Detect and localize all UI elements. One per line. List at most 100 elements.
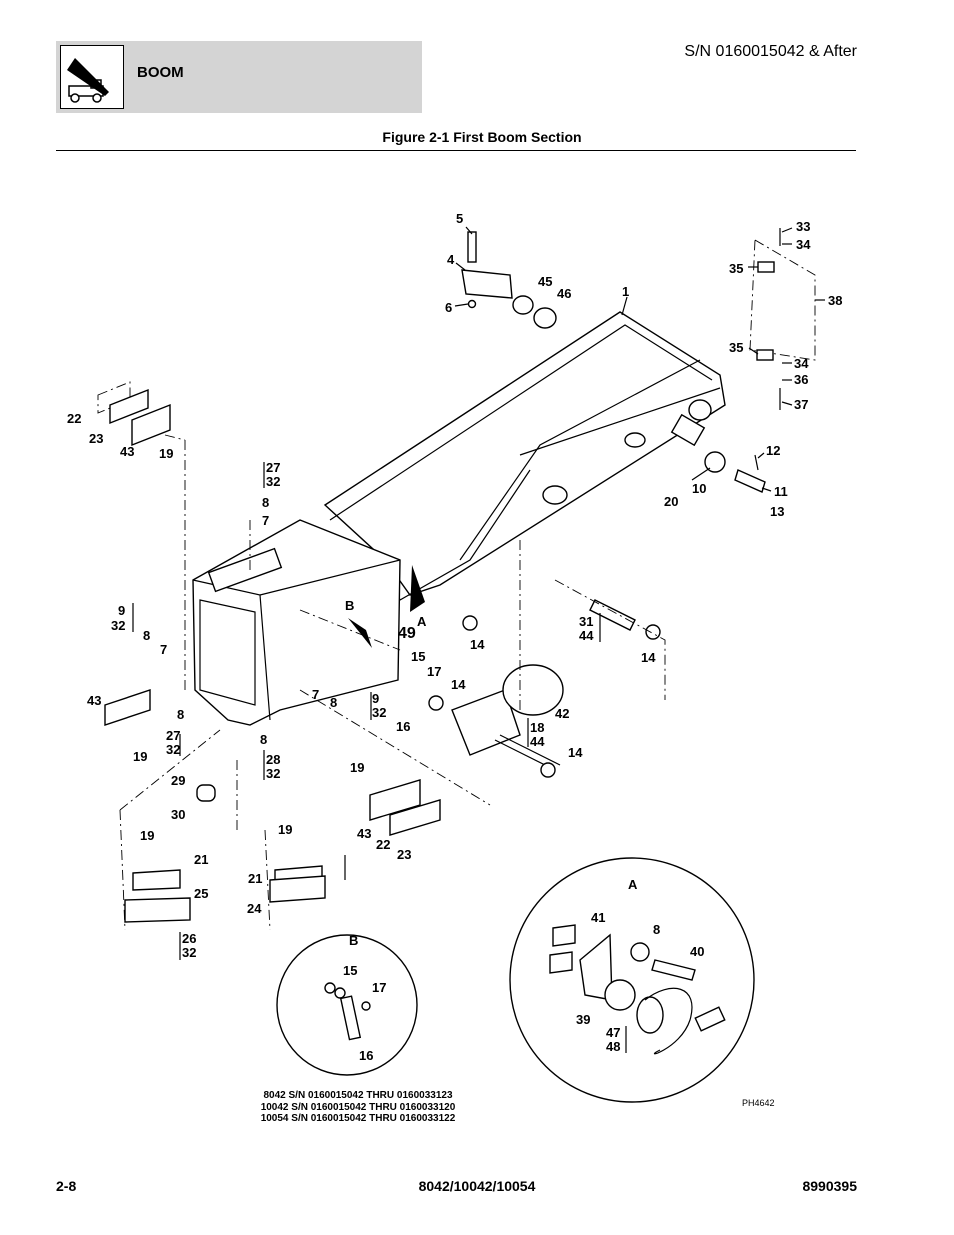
- cylinder-assembly: [428, 599, 661, 778]
- callout-c31: 31: [579, 614, 593, 629]
- serial-note: 10042 S/N 0160015042 THRU 0160033120: [260, 1101, 456, 1113]
- boom-logo-icon: [60, 45, 124, 109]
- callout-c32a: 32: [266, 474, 280, 489]
- callout-c32e: 32: [266, 766, 280, 781]
- callout-c37: 37: [794, 397, 808, 412]
- callout-c9b: 9: [372, 691, 379, 706]
- callout-c7b: 7: [160, 642, 167, 657]
- page-number: 2-8: [56, 1178, 77, 1194]
- callout-c18: 18: [530, 720, 544, 735]
- callout-c5: 5: [456, 211, 463, 226]
- callout-c12: 12: [766, 443, 780, 458]
- callout-c33: 33: [796, 219, 810, 234]
- callout-c35a: 35: [729, 261, 743, 276]
- callout-c21a: 21: [194, 852, 208, 867]
- callout-c27a: 27: [266, 460, 280, 475]
- cover-plate: [749, 228, 816, 410]
- callout-c8c: 8: [330, 695, 337, 710]
- callout-c17a: 17: [427, 664, 441, 679]
- callout-c14b: 14: [470, 637, 485, 652]
- callout-c16b: 16: [359, 1048, 373, 1063]
- callout-c8b: 8: [143, 628, 150, 643]
- callout-c36: 36: [794, 372, 808, 387]
- callout-c40: 40: [690, 944, 704, 959]
- callout-cBdet: B: [349, 933, 358, 948]
- callout-c8f: 8: [653, 922, 660, 937]
- document-number: 8990395: [802, 1178, 857, 1194]
- callout-c14d: 14: [568, 745, 583, 760]
- callout-c23b: 23: [397, 847, 411, 862]
- callout-c32f: 32: [182, 945, 196, 960]
- callout-c8d: 8: [177, 707, 184, 722]
- callout-c19c: 19: [350, 760, 364, 775]
- callout-c19e: 19: [278, 822, 292, 837]
- callout-c49: 49: [398, 625, 416, 642]
- callout-c13: 13: [770, 504, 784, 519]
- serial-note: 8042 S/N 0160015042 THRU 0160033123: [263, 1090, 453, 1101]
- callout-c17b: 17: [372, 980, 386, 995]
- callout-c38: 38: [828, 293, 842, 308]
- callout-c30: 30: [171, 807, 185, 822]
- callout-c39: 39: [576, 1012, 590, 1027]
- pivot-pin-assembly: [461, 231, 557, 329]
- callout-c22a: 22: [67, 411, 81, 426]
- callout-c41: 41: [591, 910, 605, 925]
- callout-c35b: 35: [729, 340, 743, 355]
- callout-c44b: 44: [530, 734, 545, 749]
- detail-arrows: [348, 565, 425, 648]
- callout-c23a: 23: [89, 431, 103, 446]
- callout-c1: 1: [622, 284, 629, 299]
- callout-c19d: 19: [140, 828, 154, 843]
- detail-a-circle: [509, 857, 755, 1103]
- callout-c7a: 7: [262, 513, 269, 528]
- callout-c14c: 14: [641, 650, 656, 665]
- callout-c34a: 34: [796, 237, 811, 252]
- serial-notes: 8042 S/N 0160015042 THRU 0160033123 1004…: [198, 1090, 518, 1125]
- callout-c43b: 43: [87, 693, 101, 708]
- pin-assembly: [704, 451, 766, 493]
- callout-cB: B: [345, 598, 354, 613]
- callout-c10: 10: [692, 481, 706, 496]
- serial-note: 10054 S/N 0160015042 THRU 0160033122: [260, 1113, 456, 1124]
- callout-c9a: 9: [118, 603, 125, 618]
- callout-c11: 11: [774, 484, 788, 499]
- callout-c22b: 22: [376, 837, 390, 852]
- callout-c8e: 8: [260, 732, 267, 747]
- callouts: 1 4 5 6 45 46 33 34 35 38 35 34 36 37 12…: [67, 211, 842, 1063]
- callout-c43c: 43: [357, 826, 371, 841]
- callout-c46: 46: [557, 286, 571, 301]
- callout-c25: 25: [194, 886, 208, 901]
- callout-c28: 28: [266, 752, 280, 767]
- callout-c45: 45: [538, 274, 552, 289]
- header-rule: [56, 150, 856, 151]
- leader-lines: [119, 434, 666, 931]
- model-numbers: 8042/10042/10054: [418, 1178, 536, 1194]
- detail-b-circle: [276, 934, 418, 1076]
- callout-c44a: 44: [579, 628, 594, 643]
- callout-c7c: 7: [312, 687, 319, 702]
- callout-c34b: 34: [794, 356, 809, 371]
- callout-c20: 20: [664, 494, 678, 509]
- wear-pads: [97, 381, 441, 923]
- callout-c29: 29: [171, 773, 185, 788]
- callout-c19b: 19: [133, 749, 147, 764]
- callout-c32b: 32: [111, 618, 125, 633]
- callout-cA: A: [417, 614, 427, 629]
- base-box: [192, 519, 401, 726]
- callout-cAdet: A: [628, 877, 638, 892]
- section-title: BOOM: [137, 64, 184, 81]
- serial-range: S/N 0160015042 & After: [684, 43, 857, 60]
- callout-c14a: 14: [451, 677, 466, 692]
- figure-title: Figure 2-1 First Boom Section: [382, 129, 582, 145]
- callout-c16a: 16: [396, 719, 410, 734]
- image-code: PH4642: [742, 1098, 775, 1108]
- callout-c19a: 19: [159, 446, 173, 461]
- callout-c15b: 15: [343, 963, 357, 978]
- callout-c32c: 32: [372, 705, 386, 720]
- callout-c48: 48: [606, 1039, 620, 1054]
- callout-c43a: 43: [120, 444, 134, 459]
- callout-c42: 42: [555, 706, 569, 721]
- callout-c6: 6: [445, 300, 452, 315]
- callout-c32d: 32: [166, 742, 180, 757]
